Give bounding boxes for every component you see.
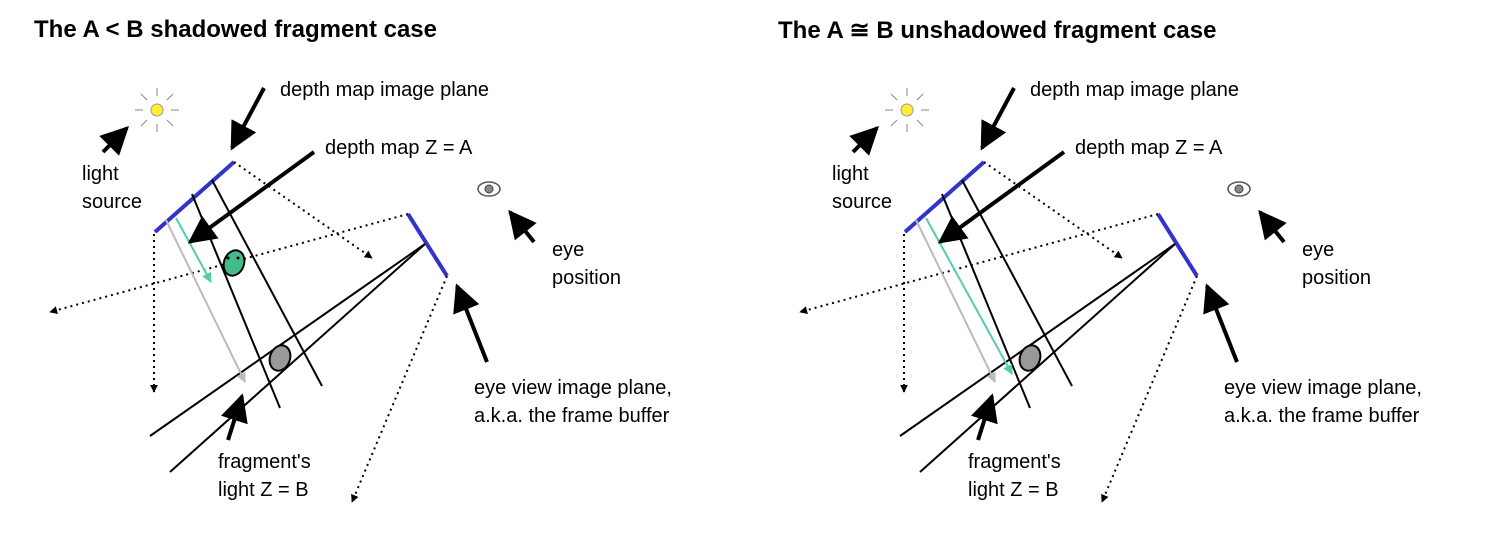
eye-position-label-2: position	[1302, 267, 1371, 289]
eye-plane-pointer-arrow	[1203, 283, 1239, 363]
eye-plane-label-1: eye view image plane,	[1224, 377, 1422, 399]
light-source-label-1: light	[82, 163, 119, 185]
plane-pointer-arrow	[230, 87, 266, 151]
eye-view-plane	[1156, 212, 1199, 278]
fragment-light-z-ray	[165, 219, 246, 383]
depth-z-pointer-arrow	[187, 150, 316, 244]
depth-map-plane	[153, 160, 236, 234]
eye-position-label-2: position	[552, 267, 621, 289]
panel-title: The A ≅ B unshadowed fragment case	[778, 17, 1217, 44]
depth-map-plane	[903, 160, 986, 234]
light-frustum-ray	[983, 161, 1123, 259]
fragment-label-2: light Z = B	[218, 479, 309, 501]
fragment-pointer-arrow	[221, 393, 248, 441]
fragment-light-z-ray	[915, 219, 996, 383]
depth-z-pointer-arrow	[937, 150, 1066, 244]
eye-ray	[899, 243, 1176, 437]
lit-fragment	[1018, 344, 1042, 372]
sun-icon	[135, 88, 179, 132]
fragment-label-2: light Z = B	[968, 479, 1059, 501]
eye-icon	[477, 181, 501, 197]
diagram-panel-shadowed: The A < B shadowed fragment case	[34, 16, 672, 503]
eye-plane-pointer-arrow	[453, 283, 489, 363]
eye-plane-label-1: eye view image plane,	[474, 377, 672, 399]
diagram-canvas	[49, 87, 537, 503]
light-source-label-2: source	[832, 191, 893, 213]
eye-pointer-arrow	[1258, 209, 1287, 244]
eye-view-plane	[406, 212, 449, 278]
eye-position-label-1: eye	[552, 239, 585, 261]
light-pointer-arrow	[99, 126, 129, 156]
eye-frustum-ray	[351, 275, 448, 503]
diagram-canvas	[799, 87, 1287, 503]
eye-pointer-arrow	[508, 209, 537, 244]
depth-map-plane-label: depth map image plane	[1030, 79, 1240, 101]
eye-frustum-ray	[49, 213, 409, 314]
sun-icon	[885, 88, 929, 132]
diagram-panel-unshadowed: The A ≅ B unshadowed fragment case	[744, 0, 1488, 534]
depth-map-z-label: depth map Z = A	[1075, 137, 1223, 159]
eye-ray	[919, 243, 1176, 473]
eye-frustum-ray	[799, 213, 1159, 314]
light-pointer-arrow	[849, 126, 879, 156]
depth-map-z-label: depth map Z = A	[325, 137, 473, 159]
eye-frustum-ray	[1101, 275, 1198, 503]
panel-title: The A < B shadowed fragment case	[34, 16, 437, 43]
light-frustum-ray	[233, 161, 373, 259]
eye-plane-label-2: a.k.a. the frame buffer	[1224, 405, 1420, 427]
plane-pointer-arrow	[980, 87, 1016, 151]
fragment-pointer-arrow	[971, 393, 998, 441]
depth-map-plane-label: depth map image plane	[280, 79, 490, 101]
eye-plane-label-2: a.k.a. the frame buffer	[474, 405, 670, 427]
light-source-label-1: light	[832, 163, 869, 185]
depth-map-z-ray	[175, 217, 212, 283]
eye-ray	[169, 243, 426, 473]
fragment-label-1: fragment's	[218, 451, 311, 473]
occluder-fragment	[222, 249, 246, 277]
eye-position-label-1: eye	[1302, 239, 1335, 261]
fragment-label-1: fragment's	[968, 451, 1061, 473]
shadowed-fragment	[268, 344, 292, 372]
depth-map-z-ray	[925, 217, 1013, 375]
light-source-label-2: source	[82, 191, 143, 213]
eye-icon	[1227, 181, 1251, 197]
eye-ray	[149, 243, 426, 437]
